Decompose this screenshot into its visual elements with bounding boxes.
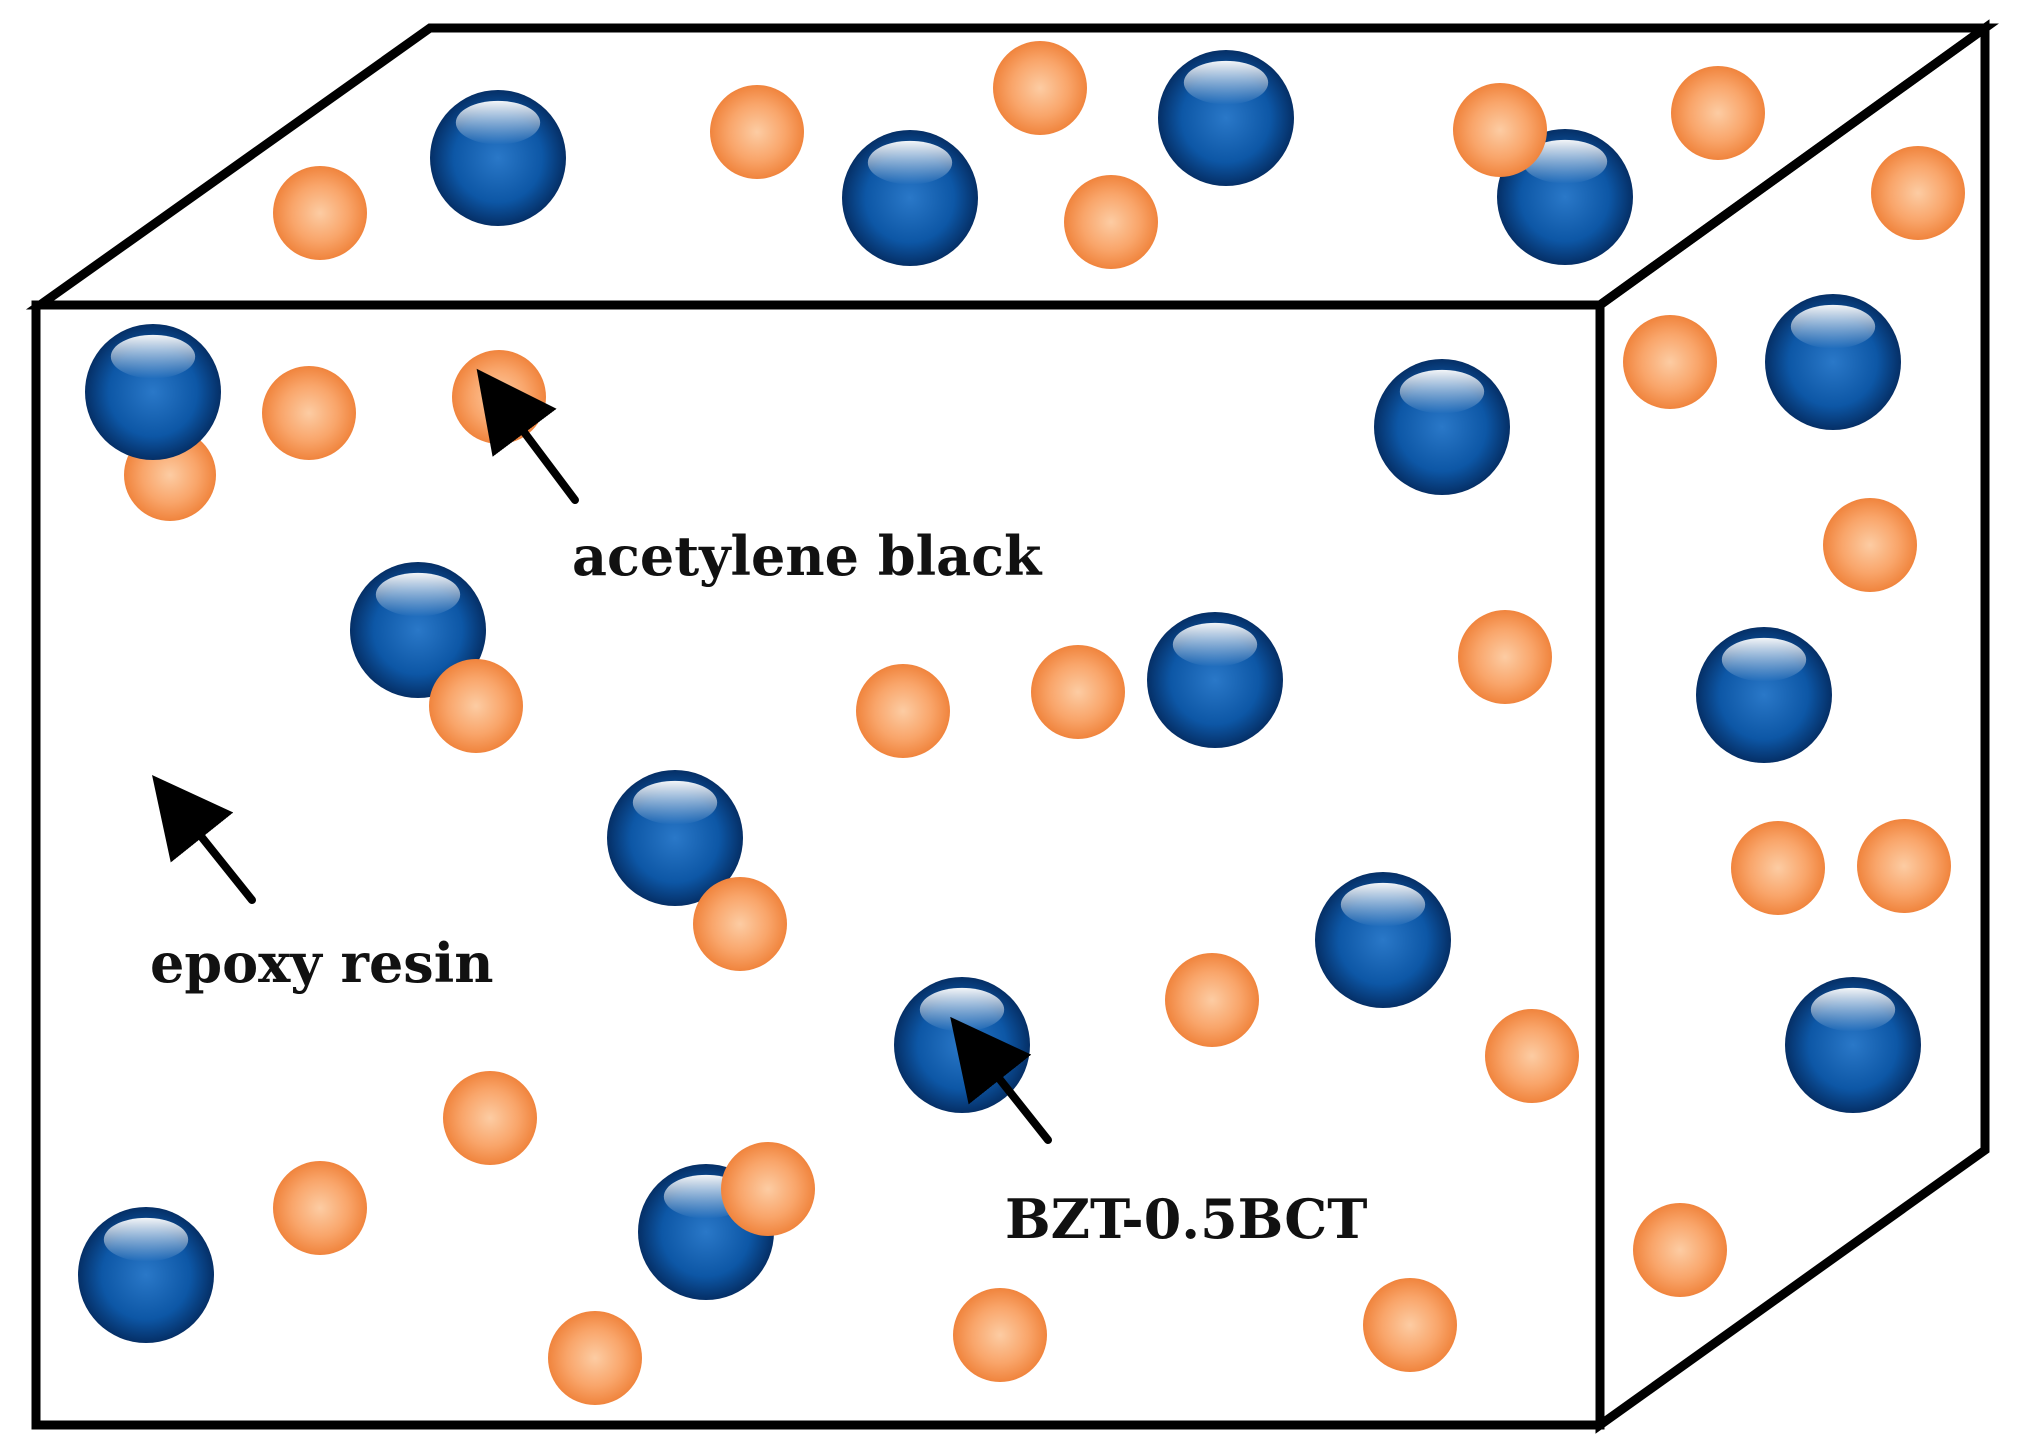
arrow-epoxy-resin [152, 775, 256, 904]
acetylene-black-particle [1165, 953, 1259, 1047]
label-epoxy-resin: epoxy resin [150, 931, 494, 995]
acetylene-black-sphere [710, 85, 804, 179]
acetylene-black-sphere [1857, 819, 1951, 913]
acetylene-black-particle [429, 659, 523, 753]
acetylene-black-particle [1823, 498, 1917, 592]
bzt-particle [1158, 50, 1294, 186]
acetylene-black-sphere [1064, 175, 1158, 269]
bzt-particle [430, 90, 566, 226]
bzt-particle [1785, 977, 1921, 1113]
bzt-sphere-highlight [103, 1217, 189, 1262]
acetylene-black-sphere [1453, 83, 1547, 177]
label-bzt-0-5bct: BZT-0.5BCT [1005, 1187, 1367, 1251]
bzt-sphere-highlight [1522, 139, 1608, 184]
bzt-sphere-highlight [867, 140, 953, 185]
acetylene-black-sphere [1823, 498, 1917, 592]
acetylene-black-particle [262, 366, 356, 460]
acetylene-black-particle [1485, 1009, 1579, 1103]
bzt-sphere-highlight [1399, 369, 1485, 414]
acetylene-black-particle [1857, 819, 1951, 913]
cube-front-face [31, 300, 1605, 1430]
acetylene-black-sphere [273, 166, 367, 260]
acetylene-black-particle [1671, 66, 1765, 160]
bzt-particle [78, 1207, 214, 1343]
acetylene-black-particle [721, 1142, 815, 1236]
acetylene-black-particle [1871, 146, 1965, 240]
acetylene-black-sphere [262, 366, 356, 460]
acetylene-black-sphere [1731, 821, 1825, 915]
arrow-bzt [950, 1016, 1052, 1144]
acetylene-black-sphere [452, 350, 546, 444]
particle-layer [78, 41, 1965, 1405]
bzt-particle [1147, 612, 1283, 748]
acetylene-black-sphere [548, 1311, 642, 1405]
bzt-sphere-highlight [1172, 622, 1258, 667]
acetylene-black-particle [1731, 821, 1825, 915]
acetylene-black-particle [1453, 83, 1547, 177]
acetylene-black-particle [1623, 315, 1717, 409]
acetylene-black-sphere [273, 1161, 367, 1255]
acetylene-black-sphere [1031, 645, 1125, 739]
acetylene-black-sphere [1633, 1203, 1727, 1297]
acetylene-black-sphere [1363, 1278, 1457, 1372]
bzt-particle [1696, 627, 1832, 763]
acetylene-black-particle [1064, 175, 1158, 269]
bzt-particle [842, 130, 978, 266]
bzt-sphere-highlight [1183, 60, 1269, 105]
acetylene-black-sphere [953, 1288, 1047, 1382]
acetylene-black-particle [693, 877, 787, 971]
bzt-sphere-highlight [1810, 987, 1896, 1032]
acetylene-black-particle [1458, 610, 1552, 704]
acetylene-black-particle [273, 1161, 367, 1255]
bzt-particle [1765, 294, 1901, 430]
acetylene-black-particle [1633, 1203, 1727, 1297]
acetylene-black-sphere [1458, 610, 1552, 704]
acetylene-black-sphere [1671, 66, 1765, 160]
acetylene-black-particle [953, 1288, 1047, 1382]
acetylene-black-particle [452, 350, 546, 444]
bzt-sphere-highlight [110, 334, 196, 379]
acetylene-black-particle [856, 664, 950, 758]
bzt-sphere-highlight [919, 987, 1005, 1032]
bzt-particle [1315, 872, 1451, 1008]
bzt-sphere-highlight [1340, 882, 1426, 927]
acetylene-black-particle [1363, 1278, 1457, 1372]
acetylene-black-sphere [1623, 315, 1717, 409]
acetylene-black-sphere [693, 877, 787, 971]
bzt-sphere-highlight [455, 100, 541, 145]
acetylene-black-particle [1031, 645, 1125, 739]
bzt-particle [1374, 359, 1510, 495]
acetylene-black-particle [443, 1071, 537, 1165]
acetylene-black-sphere [721, 1142, 815, 1236]
acetylene-black-particle [710, 85, 804, 179]
acetylene-black-particle [993, 41, 1087, 135]
arrow-acetylene-black [476, 368, 579, 504]
bzt-particle [350, 562, 486, 698]
acetylene-black-sphere [1165, 953, 1259, 1047]
bzt-sphere-highlight [1790, 304, 1876, 349]
cube-outline [25, 19, 1999, 1434]
acetylene-black-particle [548, 1311, 642, 1405]
acetylene-black-sphere [1871, 146, 1965, 240]
acetylene-black-sphere [429, 659, 523, 753]
acetylene-black-sphere [856, 664, 950, 758]
bzt-particle [85, 324, 221, 460]
bzt-sphere-highlight [1721, 637, 1807, 682]
bzt-particle [607, 770, 743, 906]
acetylene-black-sphere [443, 1071, 537, 1165]
label-acetylene-black: acetylene black [572, 524, 1043, 588]
bzt-sphere-highlight [632, 780, 718, 825]
bzt-sphere-highlight [375, 572, 461, 617]
arrows [152, 368, 1052, 1144]
acetylene-black-sphere [1485, 1009, 1579, 1103]
acetylene-black-sphere [993, 41, 1087, 135]
acetylene-black-particle [273, 166, 367, 260]
